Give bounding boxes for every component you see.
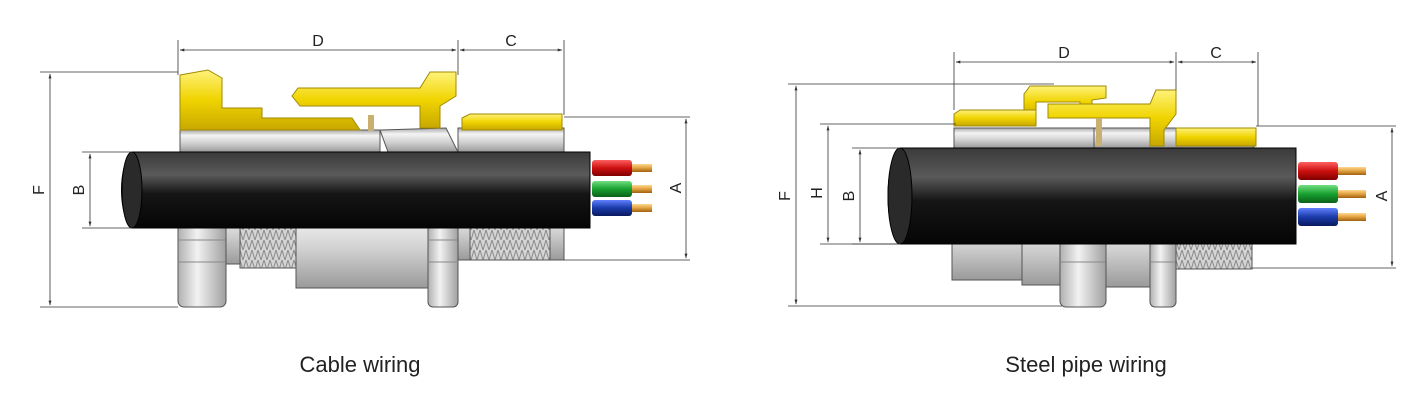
dim-label-f: F (31, 185, 48, 195)
caption-cable-wiring: Cable wiring (299, 352, 420, 377)
steel-pipe-wiring-diagram: D C F H B A Steel pipe wiring (777, 45, 1396, 377)
dimension-lines (40, 40, 690, 308)
dim-label-d: D (312, 33, 324, 50)
dim-label-h: H (809, 187, 826, 199)
dim-label-c: C (505, 33, 517, 50)
cable-cores (592, 160, 652, 216)
cable (887, 147, 1297, 245)
seal-yellow (953, 85, 1257, 147)
dim-label-d: D (1058, 45, 1070, 62)
caption-steel-pipe-wiring: Steel pipe wiring (1005, 352, 1166, 377)
seal-yellow (179, 69, 563, 131)
dim-label-f: F (777, 191, 794, 201)
cable (121, 151, 591, 229)
dimension-lines (788, 52, 1396, 307)
cable-cores (1298, 162, 1366, 226)
gland-body-upper (179, 127, 565, 153)
dim-label-a: A (668, 182, 685, 193)
dim-label-a: A (1374, 190, 1391, 201)
dim-label-b: B (841, 191, 858, 202)
dim-label-b: B (71, 185, 88, 196)
cable-wiring-diagram: D C F B A Cable wiring (31, 33, 690, 377)
dim-label-c: C (1210, 45, 1222, 62)
